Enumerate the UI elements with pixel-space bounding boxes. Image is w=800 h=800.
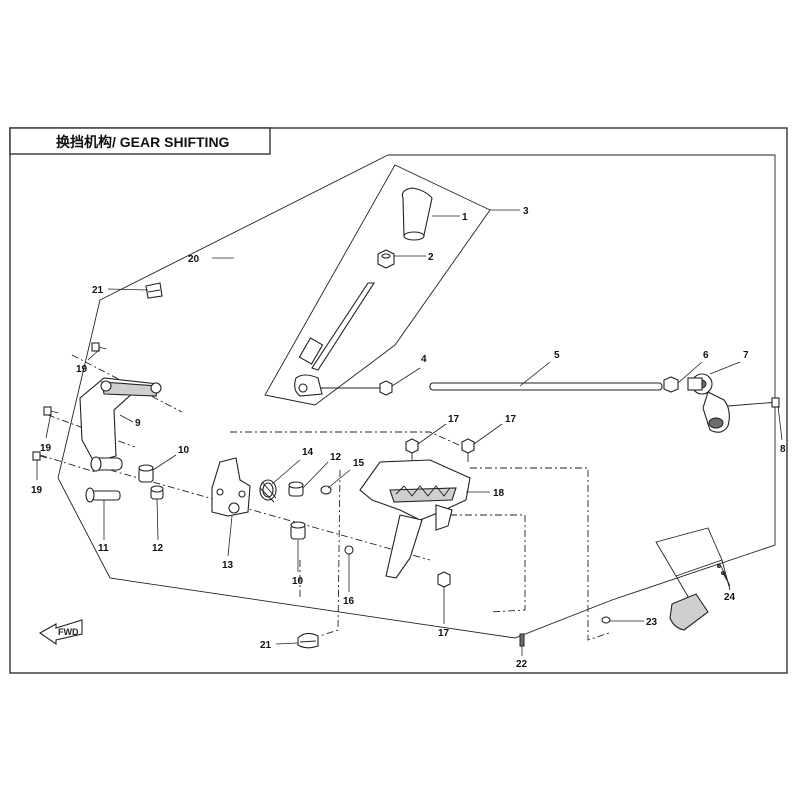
assembly-line-bracket-3	[39, 454, 96, 473]
clip-21a	[145, 282, 163, 299]
callout-14: 14	[302, 447, 314, 458]
callout-7: 7	[743, 350, 749, 361]
assembly-line-pivot	[109, 469, 431, 561]
callout-12-left: 12	[152, 543, 164, 554]
shift-knob	[401, 187, 433, 241]
bolt-17c	[437, 571, 451, 588]
pin-22	[519, 633, 525, 647]
callout-labels: 1 2 3 4 5 6 7 8 9 10 10 11 12 12 13 14 1…	[31, 206, 786, 670]
shift-gate-18	[359, 459, 471, 579]
callout-13: 13	[222, 560, 234, 571]
callout-16: 16	[343, 596, 355, 607]
callout-18: 18	[493, 488, 505, 499]
callout-11: 11	[98, 543, 109, 554]
callout-21-top: 21	[92, 285, 104, 296]
bolt-19c	[32, 451, 48, 461]
callout-12-right: 12	[330, 452, 342, 463]
callout-24: 24	[724, 592, 736, 603]
washer-23	[601, 616, 611, 624]
assembly-line-21b	[319, 469, 341, 637]
spring-14	[259, 479, 277, 503]
diagram-frame	[9, 127, 788, 674]
leader-lines	[36, 209, 783, 656]
title-block: 换挡机构/ GEAR SHIFTING	[9, 127, 271, 155]
diagram-title: 换挡机构/ GEAR SHIFTING	[56, 134, 230, 150]
callout-19-bottom: 19	[31, 485, 43, 496]
callout-3: 3	[523, 206, 529, 217]
assembly-line-lever	[230, 431, 471, 451]
clip-21b	[297, 632, 319, 649]
callout-21-bottom: 21	[260, 640, 272, 651]
bolt-19a	[91, 342, 107, 352]
callout-19-middle: 19	[40, 443, 52, 454]
callout-5: 5	[554, 350, 560, 361]
callout-2: 2	[428, 252, 434, 263]
callout-1: 1	[462, 212, 468, 223]
callout-9: 9	[135, 418, 141, 429]
bolt-19b	[43, 406, 59, 416]
fwd-label: FWD	[58, 627, 79, 637]
callout-10-upper: 10	[178, 445, 190, 456]
callout-8: 8	[780, 444, 786, 455]
callout-20: 20	[188, 254, 200, 265]
callout-22: 22	[516, 659, 528, 670]
bushing-10a	[138, 464, 154, 483]
callout-17-left: 17	[448, 414, 460, 425]
pedal-cover-24	[655, 527, 731, 631]
spacer-12a	[150, 485, 164, 500]
callout-4: 4	[421, 354, 427, 365]
rod-end-arm	[687, 373, 730, 433]
callout-17-right: 17	[505, 414, 517, 425]
assembly-line-gate	[450, 514, 526, 613]
pivot-bolt-11	[85, 487, 121, 503]
lever-bracket-13	[211, 457, 251, 517]
lock-nut	[377, 249, 395, 269]
bolt-8	[727, 397, 780, 408]
callout-10-lower: 10	[292, 576, 304, 587]
nut-4	[379, 380, 393, 396]
pivot-shaft	[90, 456, 123, 472]
mount-bracket	[79, 377, 162, 463]
shift-rod	[429, 382, 663, 391]
lever-group-outline	[264, 164, 491, 406]
bolt-17b	[461, 438, 475, 462]
callout-6: 6	[703, 350, 709, 361]
callout-19-top: 19	[76, 364, 88, 375]
shift-lever	[294, 282, 376, 397]
bolt-17a	[405, 438, 419, 462]
nut-6	[663, 376, 679, 393]
spacer-12b	[288, 481, 304, 497]
assembly-line-right	[470, 467, 613, 641]
callout-15: 15	[353, 458, 365, 469]
callout-23: 23	[646, 617, 658, 628]
bushing-10b	[290, 521, 306, 540]
washer-16	[344, 545, 354, 555]
callout-17-bottom: 17	[438, 628, 450, 639]
assembly-outline-20	[57, 154, 776, 639]
fwd-arrow-icon: FWD	[38, 619, 83, 646]
